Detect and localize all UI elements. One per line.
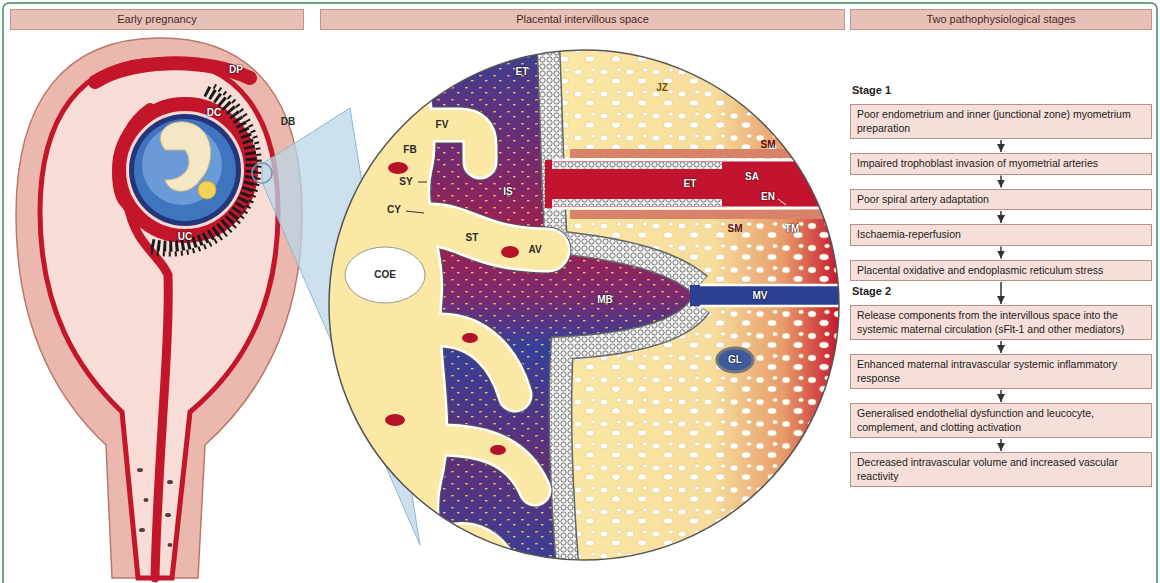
process-box: Placental oxidative and endoplasmic reti… [850, 260, 1152, 282]
villi [300, 40, 548, 578]
figure-frame [3, 3, 1157, 583]
part-label: MB [597, 294, 613, 306]
coelom [345, 247, 425, 303]
uterus-illustration [16, 38, 302, 578]
part-label: ET [516, 66, 529, 78]
header-text: Placental intervillous space [327, 13, 838, 26]
part-label: CY [387, 204, 401, 216]
flow-arrow [1000, 176, 1002, 188]
part-label: ET [684, 178, 697, 190]
spiral-artery [545, 149, 860, 219]
process-box: Release components from the intervillous… [850, 305, 1152, 340]
intervillous-space-illustration [300, 40, 860, 580]
box-text: Ischaemia-reperfusion [857, 228, 1145, 242]
box-text: Enhanced maternal intravascular systemic… [857, 358, 1145, 385]
box-text: Placental oxidative and endoplasmic reti… [857, 264, 1145, 278]
flow-arrow [1000, 247, 1002, 259]
part-label: COE [374, 269, 396, 281]
trophoblast-shell [548, 40, 700, 572]
zoom-circle [329, 50, 839, 560]
part-label: MV [753, 290, 768, 302]
part-label: TM [785, 223, 799, 235]
part-label: SA [745, 171, 759, 183]
gland [717, 348, 753, 372]
process-box: Poor endometrium and inner (junctional z… [850, 104, 1152, 139]
maternal-vein [690, 285, 860, 306]
box-text: Poor endometrium and inner (junctional z… [857, 108, 1145, 135]
flow-arrow [1000, 390, 1002, 402]
part-label: AV [528, 244, 541, 256]
part-label: DB [281, 116, 295, 128]
part-label: DP [229, 64, 243, 76]
flow-arrow [1000, 282, 1002, 304]
panel-header: Early pregnancy [10, 9, 304, 30]
stage-label: Stage 1 [852, 84, 891, 96]
part-label: IS [503, 186, 512, 198]
process-box: Poor spiral artery adaptation [850, 189, 1152, 211]
process-box: Ischaemia-reperfusion [850, 224, 1152, 246]
process-box: Decreased intravascular volume and incre… [850, 452, 1152, 487]
part-label: SM [761, 139, 776, 151]
fetal-vessels [385, 162, 519, 455]
process-box: Impaired trophoblast invasion of myometr… [850, 153, 1152, 175]
flow-arrow [1000, 211, 1002, 223]
part-label: GL [728, 354, 742, 366]
header-text: Early pregnancy [17, 13, 297, 26]
header-text: Two pathophysiological stages [857, 13, 1145, 26]
part-label: UC [178, 231, 192, 243]
box-text: Impaired trophoblast invasion of myometr… [857, 157, 1145, 171]
part-label: JZ [656, 82, 668, 94]
box-text: Release components from the intervillous… [857, 309, 1145, 336]
flow-arrow [1000, 140, 1002, 152]
stage-label: Stage 2 [852, 285, 891, 297]
part-label: SY [399, 176, 412, 188]
leader-lines [406, 182, 786, 213]
flow-arrow [1000, 341, 1002, 353]
part-label: EN [761, 191, 775, 203]
box-text: Generalised endothelial dysfunction and … [857, 407, 1145, 434]
part-label: ST [466, 232, 479, 244]
box-text: Decreased intravascular volume and incre… [857, 456, 1145, 483]
part-label: DC [207, 107, 221, 119]
box-text: Poor spiral artery adaptation [857, 193, 1145, 207]
part-label: SM [728, 223, 743, 235]
process-box: Enhanced maternal intravascular systemic… [850, 354, 1152, 389]
flow-arrow [1000, 439, 1002, 451]
part-label: FV [436, 119, 449, 131]
panel-header: Placental intervillous space [320, 9, 845, 30]
part-label: FB [403, 144, 416, 156]
panel-header: Two pathophysiological stages [850, 9, 1152, 30]
process-box: Generalised endothelial dysfunction and … [850, 403, 1152, 438]
